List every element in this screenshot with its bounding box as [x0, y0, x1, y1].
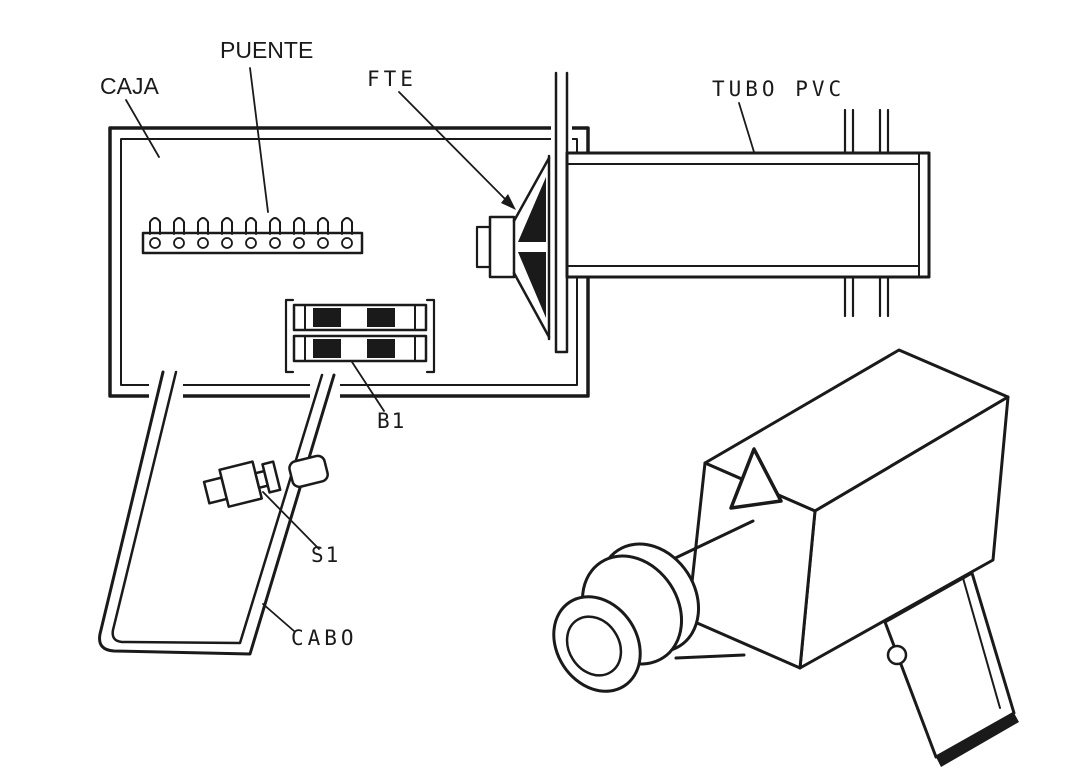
- leader-fte: [398, 91, 511, 205]
- fte-arrowhead: [501, 194, 516, 210]
- speaker-magnet-step: [475, 225, 492, 269]
- leader-lines: [125, 67, 755, 632]
- toggle-switch: [202, 454, 329, 508]
- leader-s1: [262, 491, 320, 550]
- triangle-marker: [729, 447, 783, 510]
- text-labels: PUENTE CAJA FTE TUBO PVC B1 S1 CABO: [100, 37, 845, 650]
- leader-puente: [249, 67, 269, 213]
- switch-can: [288, 454, 329, 489]
- terminal-strip: [141, 217, 364, 255]
- leader-b1: [351, 361, 385, 412]
- speaker: [475, 71, 569, 354]
- label-caja: CAJA: [100, 73, 159, 99]
- speaker-cone-lower: [518, 252, 546, 318]
- switch-lever-body: [218, 460, 263, 508]
- mounting-baffle: [554, 71, 569, 354]
- label-cabo: CABO: [291, 626, 358, 650]
- label-s1: S1: [311, 543, 340, 567]
- label-puente: PUENTE: [220, 37, 313, 63]
- leader-cabo: [262, 603, 295, 632]
- switch-nut: [261, 460, 282, 494]
- terminal-screws: [149, 237, 353, 249]
- grip-base: [936, 713, 1019, 767]
- label-tubo-pvc: TUBO PVC: [712, 77, 845, 101]
- pvc-tube: [565, 151, 931, 279]
- label-fte: FTE: [367, 67, 417, 91]
- muzzle-bore: [565, 615, 623, 677]
- leader-caja: [125, 99, 160, 158]
- assembled-view: [552, 348, 1019, 767]
- speaker-magnet: [488, 215, 516, 279]
- grip-edge-line: [962, 577, 1001, 709]
- leader-tubo: [738, 102, 755, 153]
- tube-mounting-pins: [843, 108, 890, 318]
- label-b1: B1: [377, 409, 406, 433]
- handle-strap: [98, 370, 336, 656]
- barrel: [552, 519, 755, 693]
- speaker-cone-upper: [518, 177, 546, 242]
- terminal-lugs: [149, 217, 353, 235]
- battery-pack: [284, 298, 436, 374]
- grip-switch-knob: [886, 644, 908, 666]
